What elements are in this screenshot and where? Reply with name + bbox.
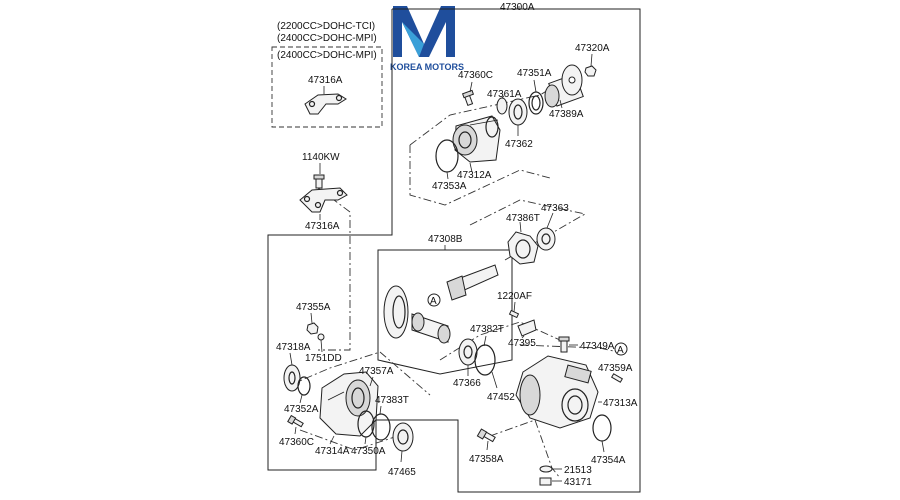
marker-a-case-text: A <box>617 345 624 356</box>
ring-47452 <box>474 344 496 376</box>
engine-variant-box <box>271 46 383 128</box>
bracket-47316a-bottom <box>299 187 348 213</box>
korea-motors-logo: KOREA MOTORS <box>390 5 464 72</box>
bolt-47360c-top <box>461 89 475 107</box>
label-43171: 43171 <box>564 477 592 488</box>
bolt-47358a <box>476 428 496 443</box>
label-47358a: 47358A <box>469 454 504 465</box>
seal-47363 <box>536 227 556 251</box>
label-47313a: 47313A <box>603 398 638 409</box>
label-47382t: 47382T <box>470 324 504 335</box>
label-1140kw: 1140KW <box>302 152 340 163</box>
label-47362: 47362 <box>505 139 533 150</box>
pin-1751dd <box>317 333 325 341</box>
label-47465: 47465 <box>388 467 416 478</box>
ring-47383t <box>371 413 391 441</box>
flange-47389a <box>544 64 584 108</box>
label-47352a: 47352A <box>284 404 319 415</box>
label-47359a: 47359A <box>598 363 633 374</box>
pinion-shaft <box>446 264 499 301</box>
note-engine-1: (2200CC>DOHC-TCI) <box>277 21 375 32</box>
label-47361a: 47361A <box>487 89 522 100</box>
nut-47320a <box>584 65 597 77</box>
label-47389a: 47389A <box>549 109 584 120</box>
label-47354a: 47354A <box>591 455 626 466</box>
bracket-47395 <box>517 319 537 337</box>
part-47361a <box>496 97 508 115</box>
nut-47355a <box>306 322 319 335</box>
bolt-1140kw <box>313 174 325 189</box>
ring-47352a <box>297 376 311 396</box>
marker-a-case: A <box>614 342 628 356</box>
bolt-1220af <box>508 309 520 319</box>
label-47386t: 47386T <box>506 213 540 224</box>
marker-a-gear: A <box>427 293 441 307</box>
label-47360c-bottom: 47360C <box>279 437 314 448</box>
label-47355a: 47355A <box>296 302 331 313</box>
label-47308b: 47308B <box>428 234 463 245</box>
pin-47359a <box>610 373 624 383</box>
gasket-47386t <box>507 231 539 265</box>
label-47312a: 47312A <box>457 170 492 181</box>
label-47357a: 47357A <box>359 366 394 377</box>
label-47316a-bottom: 47316A <box>305 221 340 232</box>
marker-a-gear-text: A <box>430 296 437 307</box>
label-47366: 47366 <box>453 378 481 389</box>
label-47318a: 47318A <box>276 342 311 353</box>
seal-47465 <box>392 422 414 452</box>
note-engine-2: (2400CC>DOHC-MPI) <box>277 33 377 44</box>
label-47351a: 47351A <box>517 68 552 79</box>
seal-47366 <box>458 338 478 366</box>
logo-text: KOREA MOTORS <box>390 62 464 72</box>
o-ring-47353a <box>435 139 459 173</box>
label-47395: 47395 <box>508 338 536 349</box>
cover-47318a <box>283 364 301 392</box>
differential-carrier <box>411 312 451 344</box>
label-1220af: 1220AF <box>497 291 532 302</box>
label-47314a: 47314A <box>315 446 350 457</box>
seal-47362 <box>508 98 528 126</box>
label-47300a: 47300A <box>500 2 535 13</box>
plug-43171 <box>539 477 552 486</box>
label-47353a: 47353A <box>432 181 467 192</box>
bracket-47316a-top <box>304 93 347 115</box>
label-47383t: 47383T <box>375 395 409 406</box>
o-ring-47354a <box>592 414 612 442</box>
label-47349a: 47349A <box>580 341 615 352</box>
label-47452: 47452 <box>487 392 515 403</box>
ring-47351a <box>528 91 544 115</box>
label-47320a: 47320A <box>575 43 610 54</box>
label-21513: 21513 <box>564 465 592 476</box>
label-47350a: 47350A <box>351 446 386 457</box>
case-47312a <box>452 115 501 163</box>
ring-gear <box>383 285 409 339</box>
case-47313a <box>515 355 599 429</box>
label-47360c-top: 47360C <box>458 70 493 81</box>
label-47363: 47363 <box>541 203 569 214</box>
label-47316a-top: 47316A <box>308 75 343 86</box>
note-engine-3: (2400CC>DOHC-MPI) <box>277 50 377 61</box>
bolt-47360c-bottom <box>287 414 304 428</box>
breather-47349a <box>558 336 570 353</box>
case-47314a <box>319 371 379 437</box>
label-1751dd: 1751DD <box>305 353 342 364</box>
washer-21513 <box>539 465 553 473</box>
